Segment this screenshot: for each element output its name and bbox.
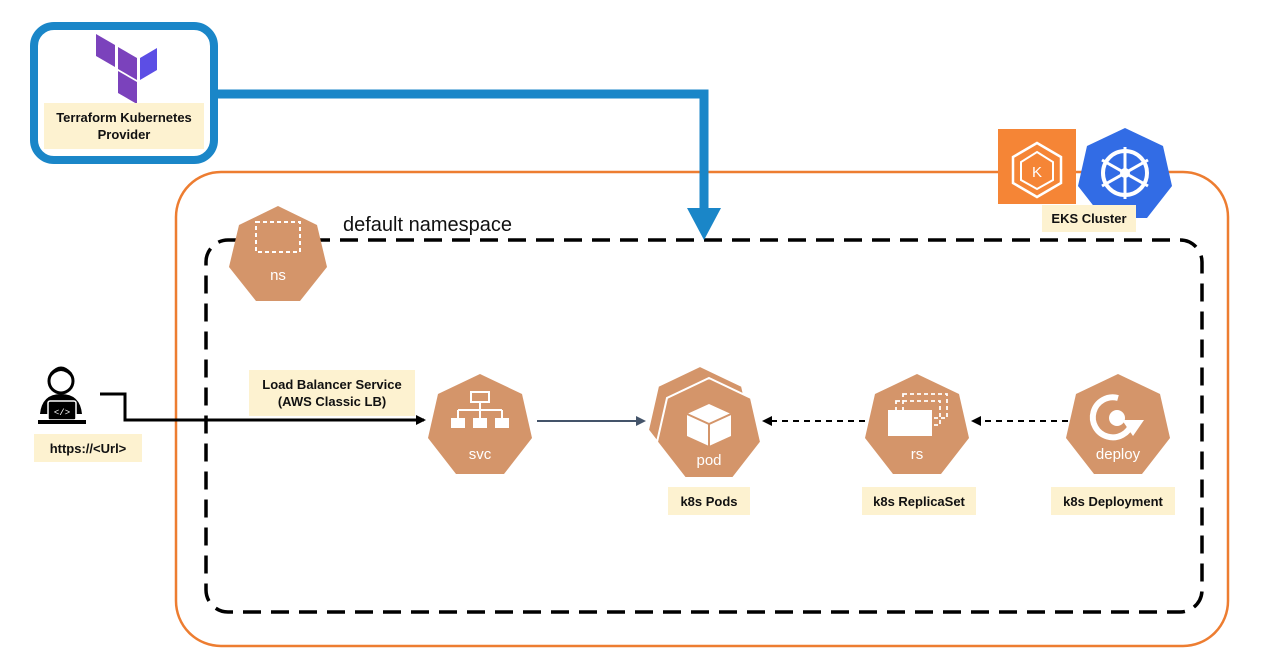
replicaset-icon: rs [865,374,969,474]
deployment-label: k8s Deployment [1051,487,1175,515]
eks-cluster-label-text: EKS Cluster [1051,211,1127,226]
service-icon: svc [428,374,532,474]
load-balancer-service-label: Load Balancer Service (AWS Classic LB) [249,370,415,416]
replicaset-label: k8s ReplicaSet [862,487,976,515]
terraform-label-line1: Terraform Kubernetes [56,110,192,125]
user-url-label: https://<Url> [34,434,142,462]
svc-icon-label: svc [469,446,492,463]
terraform-provider-label: Terraform Kubernetes Provider [44,103,204,149]
terraform-label-line2: Provider [97,127,151,142]
rs-icon-label: rs [911,446,924,463]
namespace-icon: ns [229,206,327,301]
deploy-icon-label: deploy [1096,446,1141,463]
pod-icon-label: pod [696,452,721,469]
pods-icon: pod [646,364,763,479]
deployment-icon: deploy [1066,374,1170,474]
namespace-title: default namespace [343,214,513,236]
pods-label: k8s Pods [668,487,750,515]
terraform-connector [218,89,709,212]
ns-icon-label: ns [270,267,286,284]
terraform-connector-arrowhead [687,208,721,240]
service-label-line1: Load Balancer Service [262,377,402,392]
developer-laptop-icon: </> [38,366,86,424]
user-url-text: https://<Url> [49,440,127,456]
user-to-service-connector [100,392,426,425]
service-label-line2: (AWS Classic LB) [277,394,387,409]
terraform-logo-icon [96,34,157,104]
svg-text:</>: </> [54,408,70,418]
deployment-label-text: k8s Deployment [1063,493,1163,509]
kubernetes-logo-icon [1078,128,1172,218]
eks-cluster-label: EKS Cluster [1042,205,1136,232]
eks-logo-letter: K [1032,164,1042,181]
replicaset-label-text: k8s ReplicaSet [873,493,965,509]
aws-eks-logo-icon: K [998,129,1076,204]
pods-label-text: k8s Pods [680,493,738,509]
